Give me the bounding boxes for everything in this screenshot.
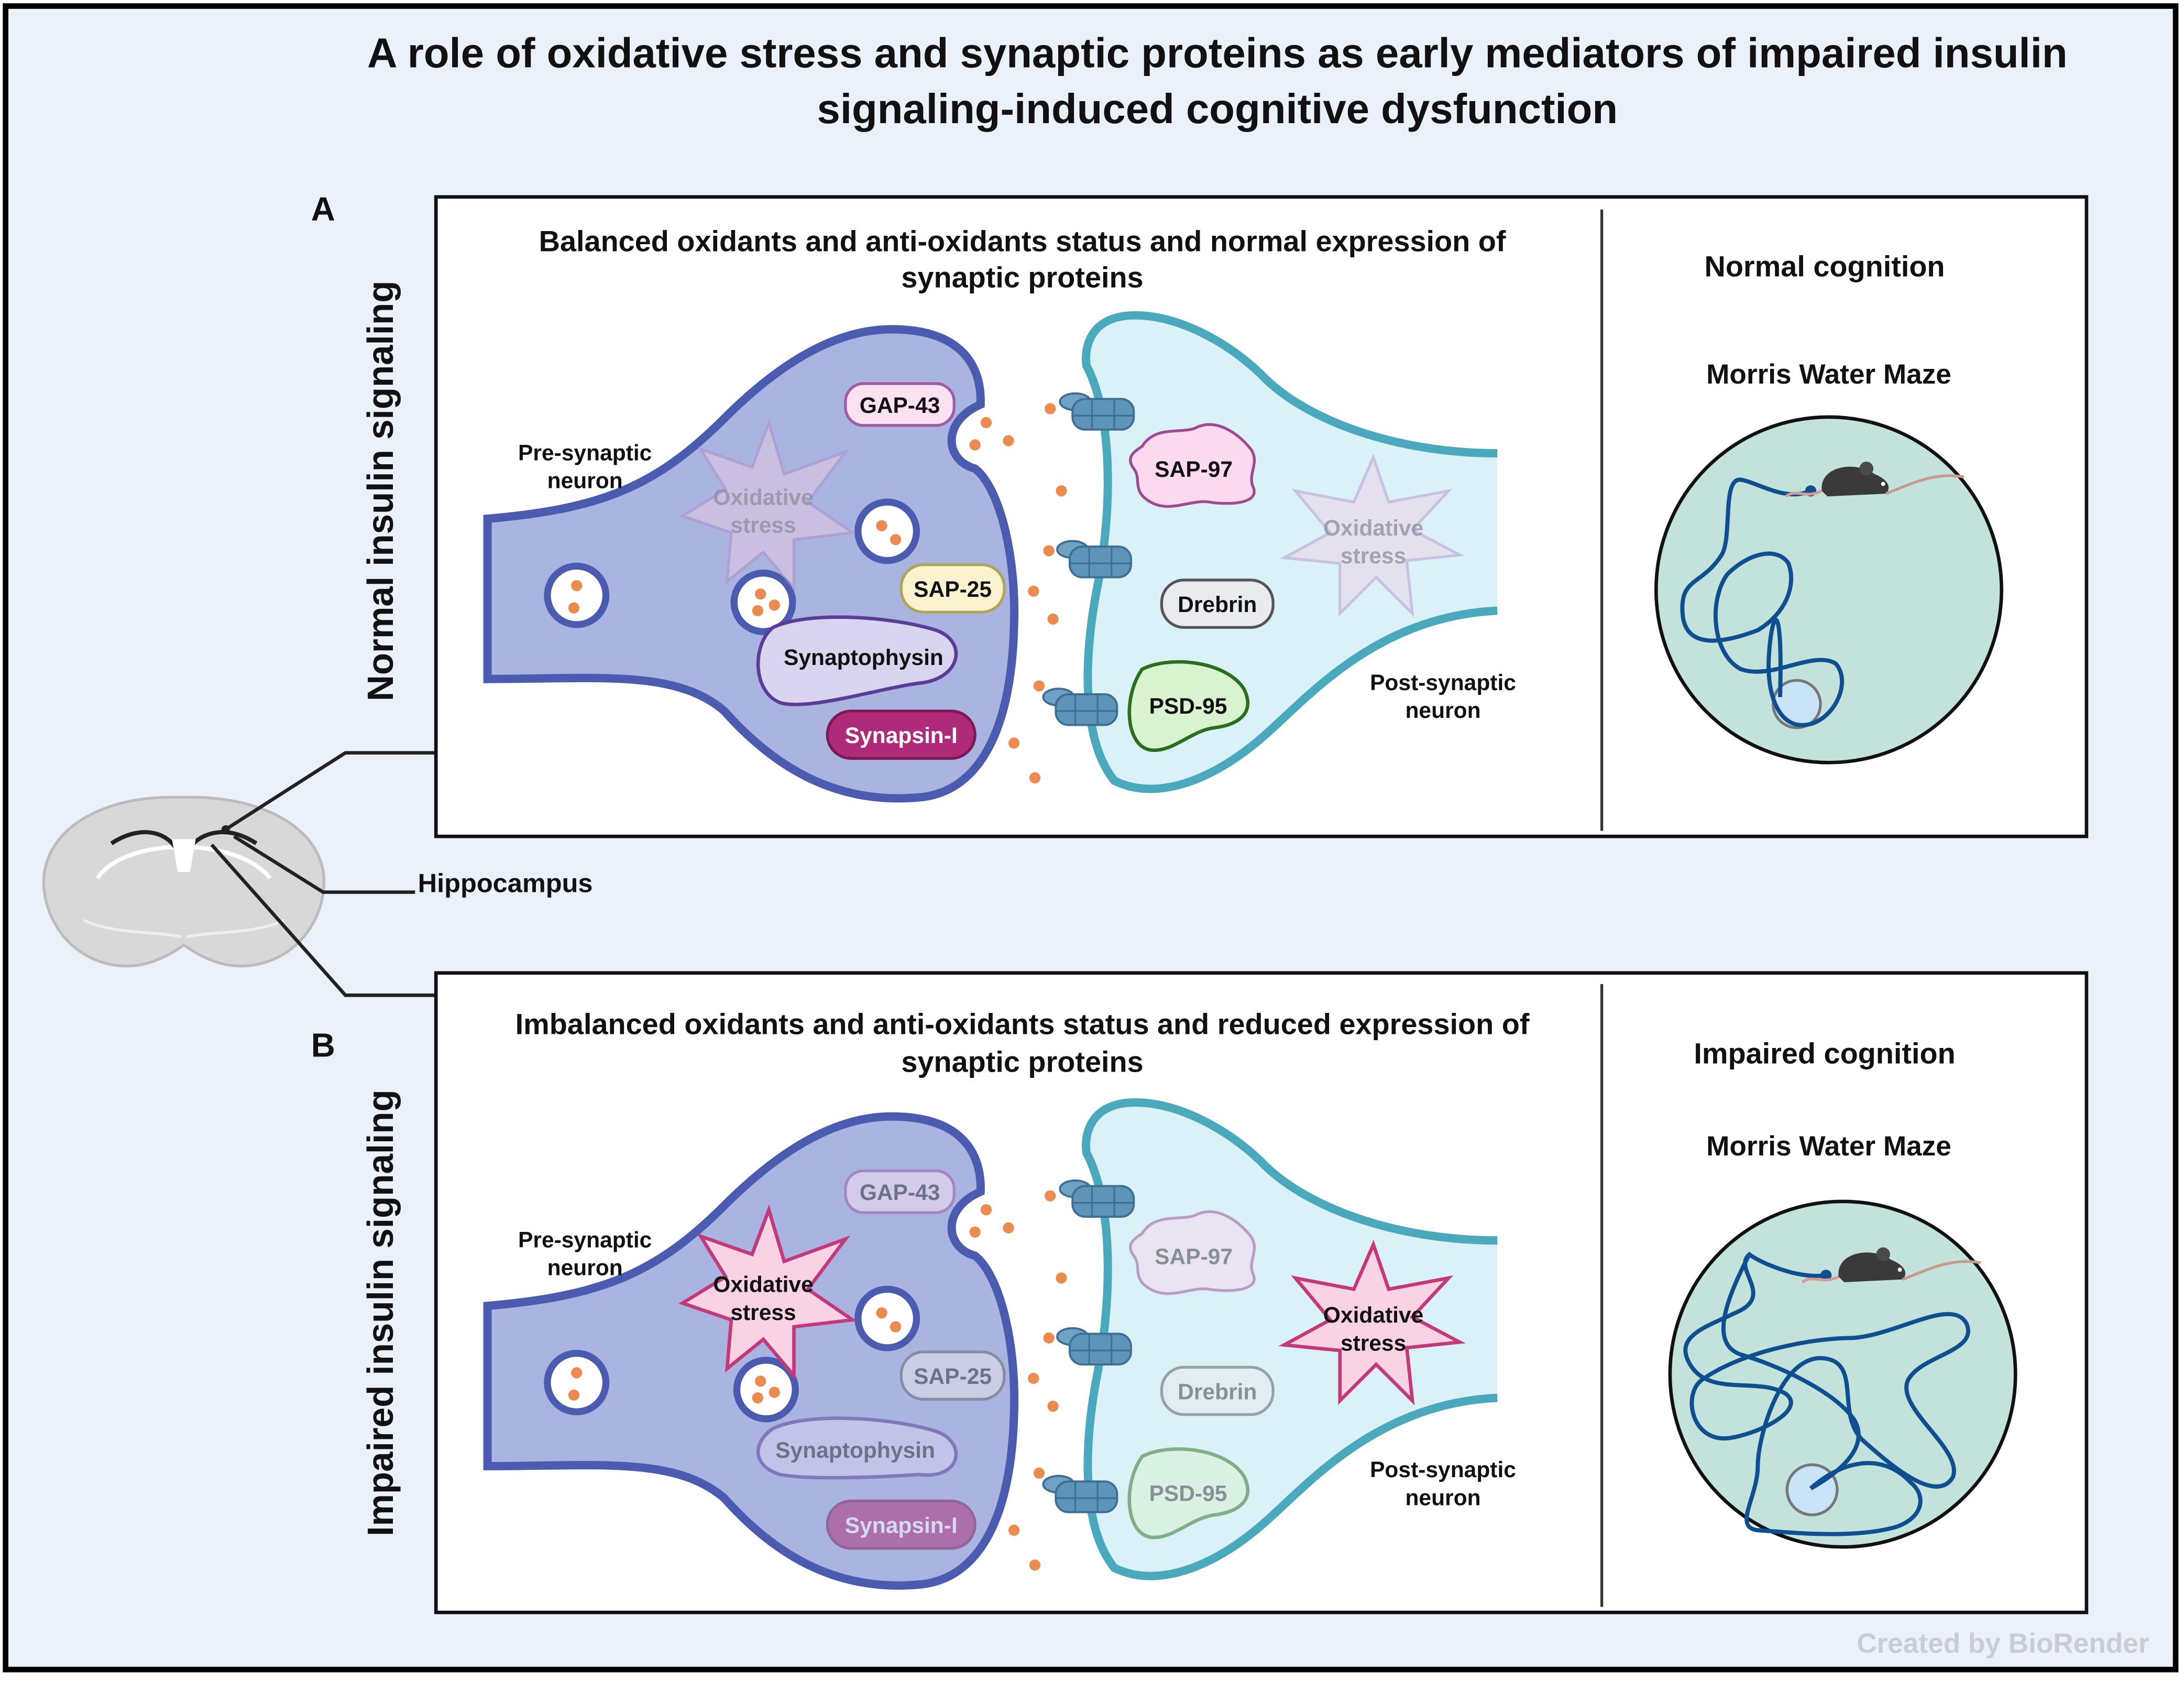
panel-b-cognition-label: Impaired cognition bbox=[1694, 1037, 1955, 1070]
panel-a-cognition-label: Normal cognition bbox=[1705, 249, 1945, 282]
panel-a-drebrin-label: Drebrin bbox=[1178, 592, 1257, 617]
panel-b-swim-path bbox=[1683, 1251, 1970, 1536]
panel-a-sap97-shape bbox=[1129, 423, 1256, 508]
panel-a-gap43-badge bbox=[844, 382, 956, 427]
panel-b-letter: B bbox=[311, 1026, 335, 1064]
panel-b-psd95-label: PSD-95 bbox=[1149, 1481, 1227, 1506]
panel-a-heading-line2: synaptic proteins bbox=[901, 261, 1143, 294]
panel-b-synaptophysin-shape bbox=[756, 1416, 958, 1480]
panel-b-heading-line2: synaptic proteins bbox=[901, 1045, 1143, 1078]
panel-a-sap25-badge bbox=[899, 563, 1006, 614]
panel-b-heading-line1: Imbalanced oxidants and anti-oxidants st… bbox=[515, 1008, 1530, 1041]
hippocampus-label: Hippocampus bbox=[418, 868, 593, 898]
panel-a-heading-line1: Balanced oxidants and anti-oxidants stat… bbox=[539, 224, 1506, 257]
panel-b-vesicles bbox=[544, 1285, 920, 1423]
panel-a-post-label: Post-synaptic bbox=[1370, 670, 1516, 695]
panel-a-gap43-label: GAP-43 bbox=[860, 393, 940, 418]
panel-b: Imbalanced oxidants and anti-oxidants st… bbox=[434, 971, 2089, 1614]
panel-a-oxidative-stress-pre-label: Oxidative bbox=[713, 485, 813, 510]
panel-a-synapsin-label: Synapsin-I bbox=[845, 723, 958, 748]
panel-a-maze-label: Morris Water Maze bbox=[1706, 359, 1951, 390]
panel-b-post-label-2: neuron bbox=[1405, 1485, 1480, 1510]
panel-a-vesicles bbox=[544, 498, 920, 635]
brain-section bbox=[42, 795, 326, 968]
panel-a-neurotransmitters bbox=[969, 403, 1067, 784]
panel-a-maze-pool bbox=[1654, 415, 2004, 765]
panel-a-oxidative-stress-post-label: Oxidative bbox=[1323, 516, 1423, 541]
panel-b-sap25-label: SAP-25 bbox=[914, 1364, 992, 1389]
panel-b-gap43-badge bbox=[844, 1169, 956, 1214]
panel-b-side-label: Impaired insulin signaling bbox=[360, 1089, 401, 1536]
panel-a-sap97-label: SAP-97 bbox=[1155, 457, 1233, 482]
figure-title-line1: A role of oxidative stress and synaptic … bbox=[367, 30, 2068, 77]
panel-a-pre-label-2: neuron bbox=[547, 468, 623, 493]
panel-b-sap97-label: SAP-97 bbox=[1155, 1244, 1233, 1269]
panel-b-post-label: Post-synaptic bbox=[1370, 1457, 1516, 1482]
panel-a-sap25-label: SAP-25 bbox=[914, 577, 992, 602]
panel-a-oxidative-stress-pre bbox=[679, 418, 857, 593]
panel-a-synaptophysin-label: Synaptophysin bbox=[784, 645, 943, 670]
panel-b-synapsin-badge bbox=[826, 1499, 976, 1550]
panel-b-maze-label: Morris Water Maze bbox=[1706, 1131, 1951, 1162]
panel-a-oxidative-stress-post bbox=[1279, 453, 1465, 617]
panel-b-oxidative-stress-pre-label: Oxidative bbox=[713, 1272, 813, 1297]
panel-a-letter: A bbox=[311, 190, 335, 228]
panel-a-psd95-label: PSD-95 bbox=[1149, 694, 1227, 719]
panel-b-pre-label-2: neuron bbox=[547, 1256, 623, 1281]
panel-b-oxidative-stress-pre bbox=[678, 1204, 858, 1381]
panel-a-oxidative-stress-pre-label-2: stress bbox=[730, 513, 796, 538]
panel-b-gap43-label: GAP-43 bbox=[860, 1180, 940, 1205]
panel-b-drebrin-label: Drebrin bbox=[1178, 1379, 1257, 1404]
panel-a-psd95-shape bbox=[1127, 660, 1249, 752]
panel-b-oxidative-stress-post-label: Oxidative bbox=[1323, 1303, 1423, 1328]
panel-a-drebrin-badge bbox=[1160, 578, 1275, 629]
callout-lines bbox=[210, 751, 436, 997]
panel-b-sap97-shape bbox=[1129, 1210, 1256, 1295]
panel-a-oxidative-stress-post-label-2: stress bbox=[1341, 543, 1406, 569]
panel-a-pre-label: Pre-synaptic bbox=[518, 440, 652, 465]
panel-b-oxidative-stress-post-label-2: stress bbox=[1341, 1330, 1406, 1356]
panel-a-synaptophysin-shape bbox=[756, 615, 958, 706]
figure-title-line2: signaling-induced cognitive dysfunction bbox=[817, 85, 1618, 132]
panel-b-pre-label: Pre-synaptic bbox=[518, 1228, 652, 1253]
panel-a-swim-path bbox=[1680, 477, 1844, 727]
panel-b-oxidative-stress-post bbox=[1278, 1240, 1466, 1405]
panel-b-sap25-badge bbox=[899, 1350, 1006, 1401]
panel-a-side-label: Normal insulin signaling bbox=[360, 281, 401, 702]
panel-b-synapsin-label: Synapsin-I bbox=[845, 1513, 958, 1538]
panel-b-swim-start bbox=[1820, 1270, 1832, 1281]
panel-a: Balanced oxidants and anti-oxidants stat… bbox=[434, 195, 2089, 838]
panel-b-psd95-shape bbox=[1127, 1447, 1249, 1540]
panel-a-synapsin-badge bbox=[826, 709, 976, 760]
panel-b-synaptophysin-label: Synaptophysin bbox=[775, 1438, 935, 1463]
panel-b-neurotransmitters bbox=[969, 1190, 1067, 1571]
panel-a-post-label-2: neuron bbox=[1405, 698, 1480, 723]
panel-b-drebrin-badge bbox=[1160, 1366, 1275, 1416]
biorender-watermark: Created by BioRender bbox=[1857, 1628, 2149, 1659]
panel-b-oxidative-stress-pre-label-2: stress bbox=[730, 1300, 796, 1325]
